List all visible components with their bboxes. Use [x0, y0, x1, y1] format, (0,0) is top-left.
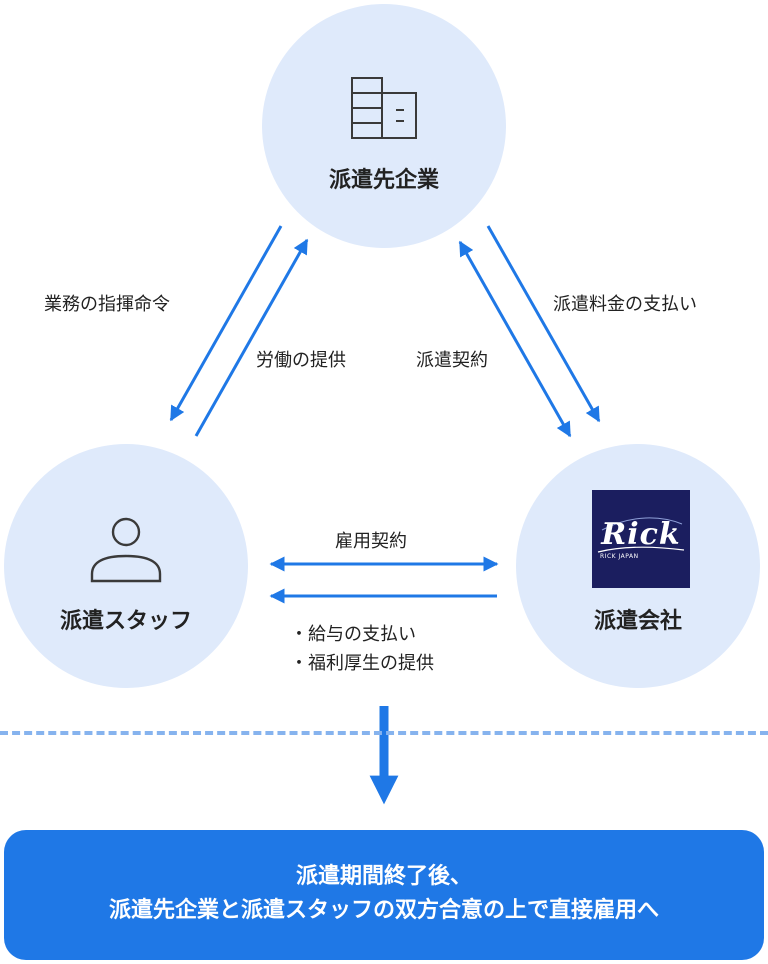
result-banner: 派遣期間終了後、 派遣先企業と派遣スタッフの双方合意の上で直接雇用へ — [4, 830, 764, 960]
agency-label: 派遣会社 — [593, 609, 682, 634]
arrow-dispatch-fee — [486, 225, 601, 423]
dashed-divider — [0, 731, 768, 735]
building-icon — [351, 77, 417, 139]
client-company-label: 派遣先企業 — [328, 168, 439, 193]
staff-label: 派遣スタッフ — [59, 609, 192, 634]
result-line-2: 派遣先企業と派遣スタッフの双方合意の上で直接雇用へ — [108, 898, 659, 923]
employment-contract-label: 雇用契約 — [335, 531, 407, 552]
agency-logo: Rick RICK JAPAN — [592, 490, 690, 588]
arrow-labor — [194, 238, 309, 437]
welfare-item: ・福利厚生の提供 — [290, 653, 434, 674]
person-icon — [90, 517, 162, 583]
dispatch-contract-label: 派遣契約 — [416, 350, 488, 371]
staff-node — [4, 444, 248, 688]
labor-label: 労働の提供 — [256, 350, 346, 371]
logo-name: Rick — [601, 517, 681, 552]
instruction-label: 業務の指揮命令 — [44, 294, 170, 315]
logo-swoosh-icon — [597, 517, 685, 553]
salary-item: ・給与の支払い — [290, 624, 416, 645]
result-line-1: 派遣期間終了後、 — [295, 864, 472, 889]
dispatch-fee-label: 派遣料金の支払い — [553, 294, 697, 315]
logo-subtitle: RICK JAPAN — [600, 553, 639, 560]
arrow-dispatch-contract — [458, 240, 572, 438]
benefits-list: ・給与の支払い ・福利厚生の提供 — [290, 620, 434, 678]
arrow-instruction — [169, 225, 283, 422]
client-company-node — [262, 4, 506, 248]
